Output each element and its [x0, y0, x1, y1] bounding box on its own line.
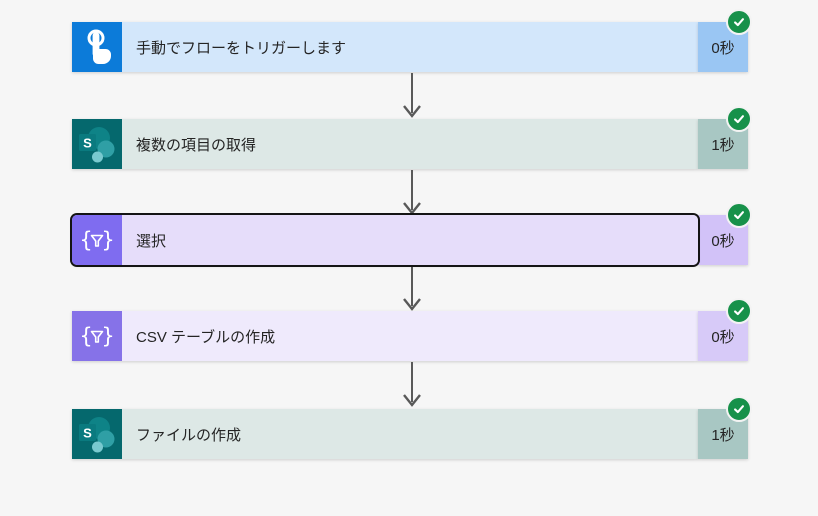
step-duration-badge: 0秒 [698, 9, 752, 72]
svg-text:{: { [79, 324, 92, 348]
step-duration-badge: 1秒 [698, 106, 752, 169]
connector-arrow-icon [403, 73, 421, 118]
sharepoint-icon: S [72, 409, 122, 459]
step-card[interactable]: S ファイルの作成 [72, 409, 698, 459]
step-card-selected[interactable]: { } 選択 [72, 215, 698, 265]
success-check-icon [726, 202, 752, 228]
success-check-icon [726, 9, 752, 35]
step-duration: 1秒 [711, 426, 735, 444]
step-card[interactable]: { } CSV テーブルの作成 [72, 311, 698, 361]
flow-step-create-csv-table[interactable]: { } CSV テーブルの作成 0秒 [72, 298, 752, 361]
flow-step-select[interactable]: { } 選択 0秒 [72, 202, 752, 265]
step-duration-badge: 0秒 [698, 202, 752, 265]
sharepoint-icon: S [72, 119, 122, 169]
success-check-icon [726, 396, 752, 422]
step-title: CSV テーブルの作成 [122, 311, 698, 361]
step-duration: 1秒 [711, 136, 735, 154]
step-duration: 0秒 [711, 232, 735, 250]
step-card[interactable]: S 複数の項目の取得 [72, 119, 698, 169]
flow-step-manual-trigger[interactable]: 手動でフローをトリガーします 0秒 [72, 9, 752, 72]
svg-text:{: { [79, 228, 92, 252]
data-operation-icon: { } [72, 311, 122, 361]
step-duration-badge: 0秒 [698, 298, 752, 361]
step-card[interactable]: 手動でフローをトリガーします [72, 22, 698, 72]
step-duration: 0秒 [711, 39, 735, 57]
success-check-icon [726, 298, 752, 324]
step-title: 複数の項目の取得 [122, 119, 698, 169]
svg-text:}: } [101, 324, 114, 348]
connector-arrow-icon [403, 266, 421, 311]
success-check-icon [726, 106, 752, 132]
flow-step-create-file[interactable]: S ファイルの作成 1秒 [72, 396, 752, 459]
svg-text:S: S [83, 426, 92, 441]
connector-arrow-icon [403, 362, 421, 407]
step-duration: 0秒 [711, 328, 735, 346]
step-title: 選択 [122, 215, 698, 265]
svg-text:S: S [83, 136, 92, 151]
touch-icon [72, 22, 122, 72]
step-title: ファイルの作成 [122, 409, 698, 459]
svg-text:}: } [101, 228, 114, 252]
connector-arrow-icon [403, 170, 421, 215]
step-duration-badge: 1秒 [698, 396, 752, 459]
step-title: 手動でフローをトリガーします [122, 22, 698, 72]
data-operation-icon: { } [72, 215, 122, 265]
flow-step-get-items[interactable]: S 複数の項目の取得 1秒 [72, 106, 752, 169]
